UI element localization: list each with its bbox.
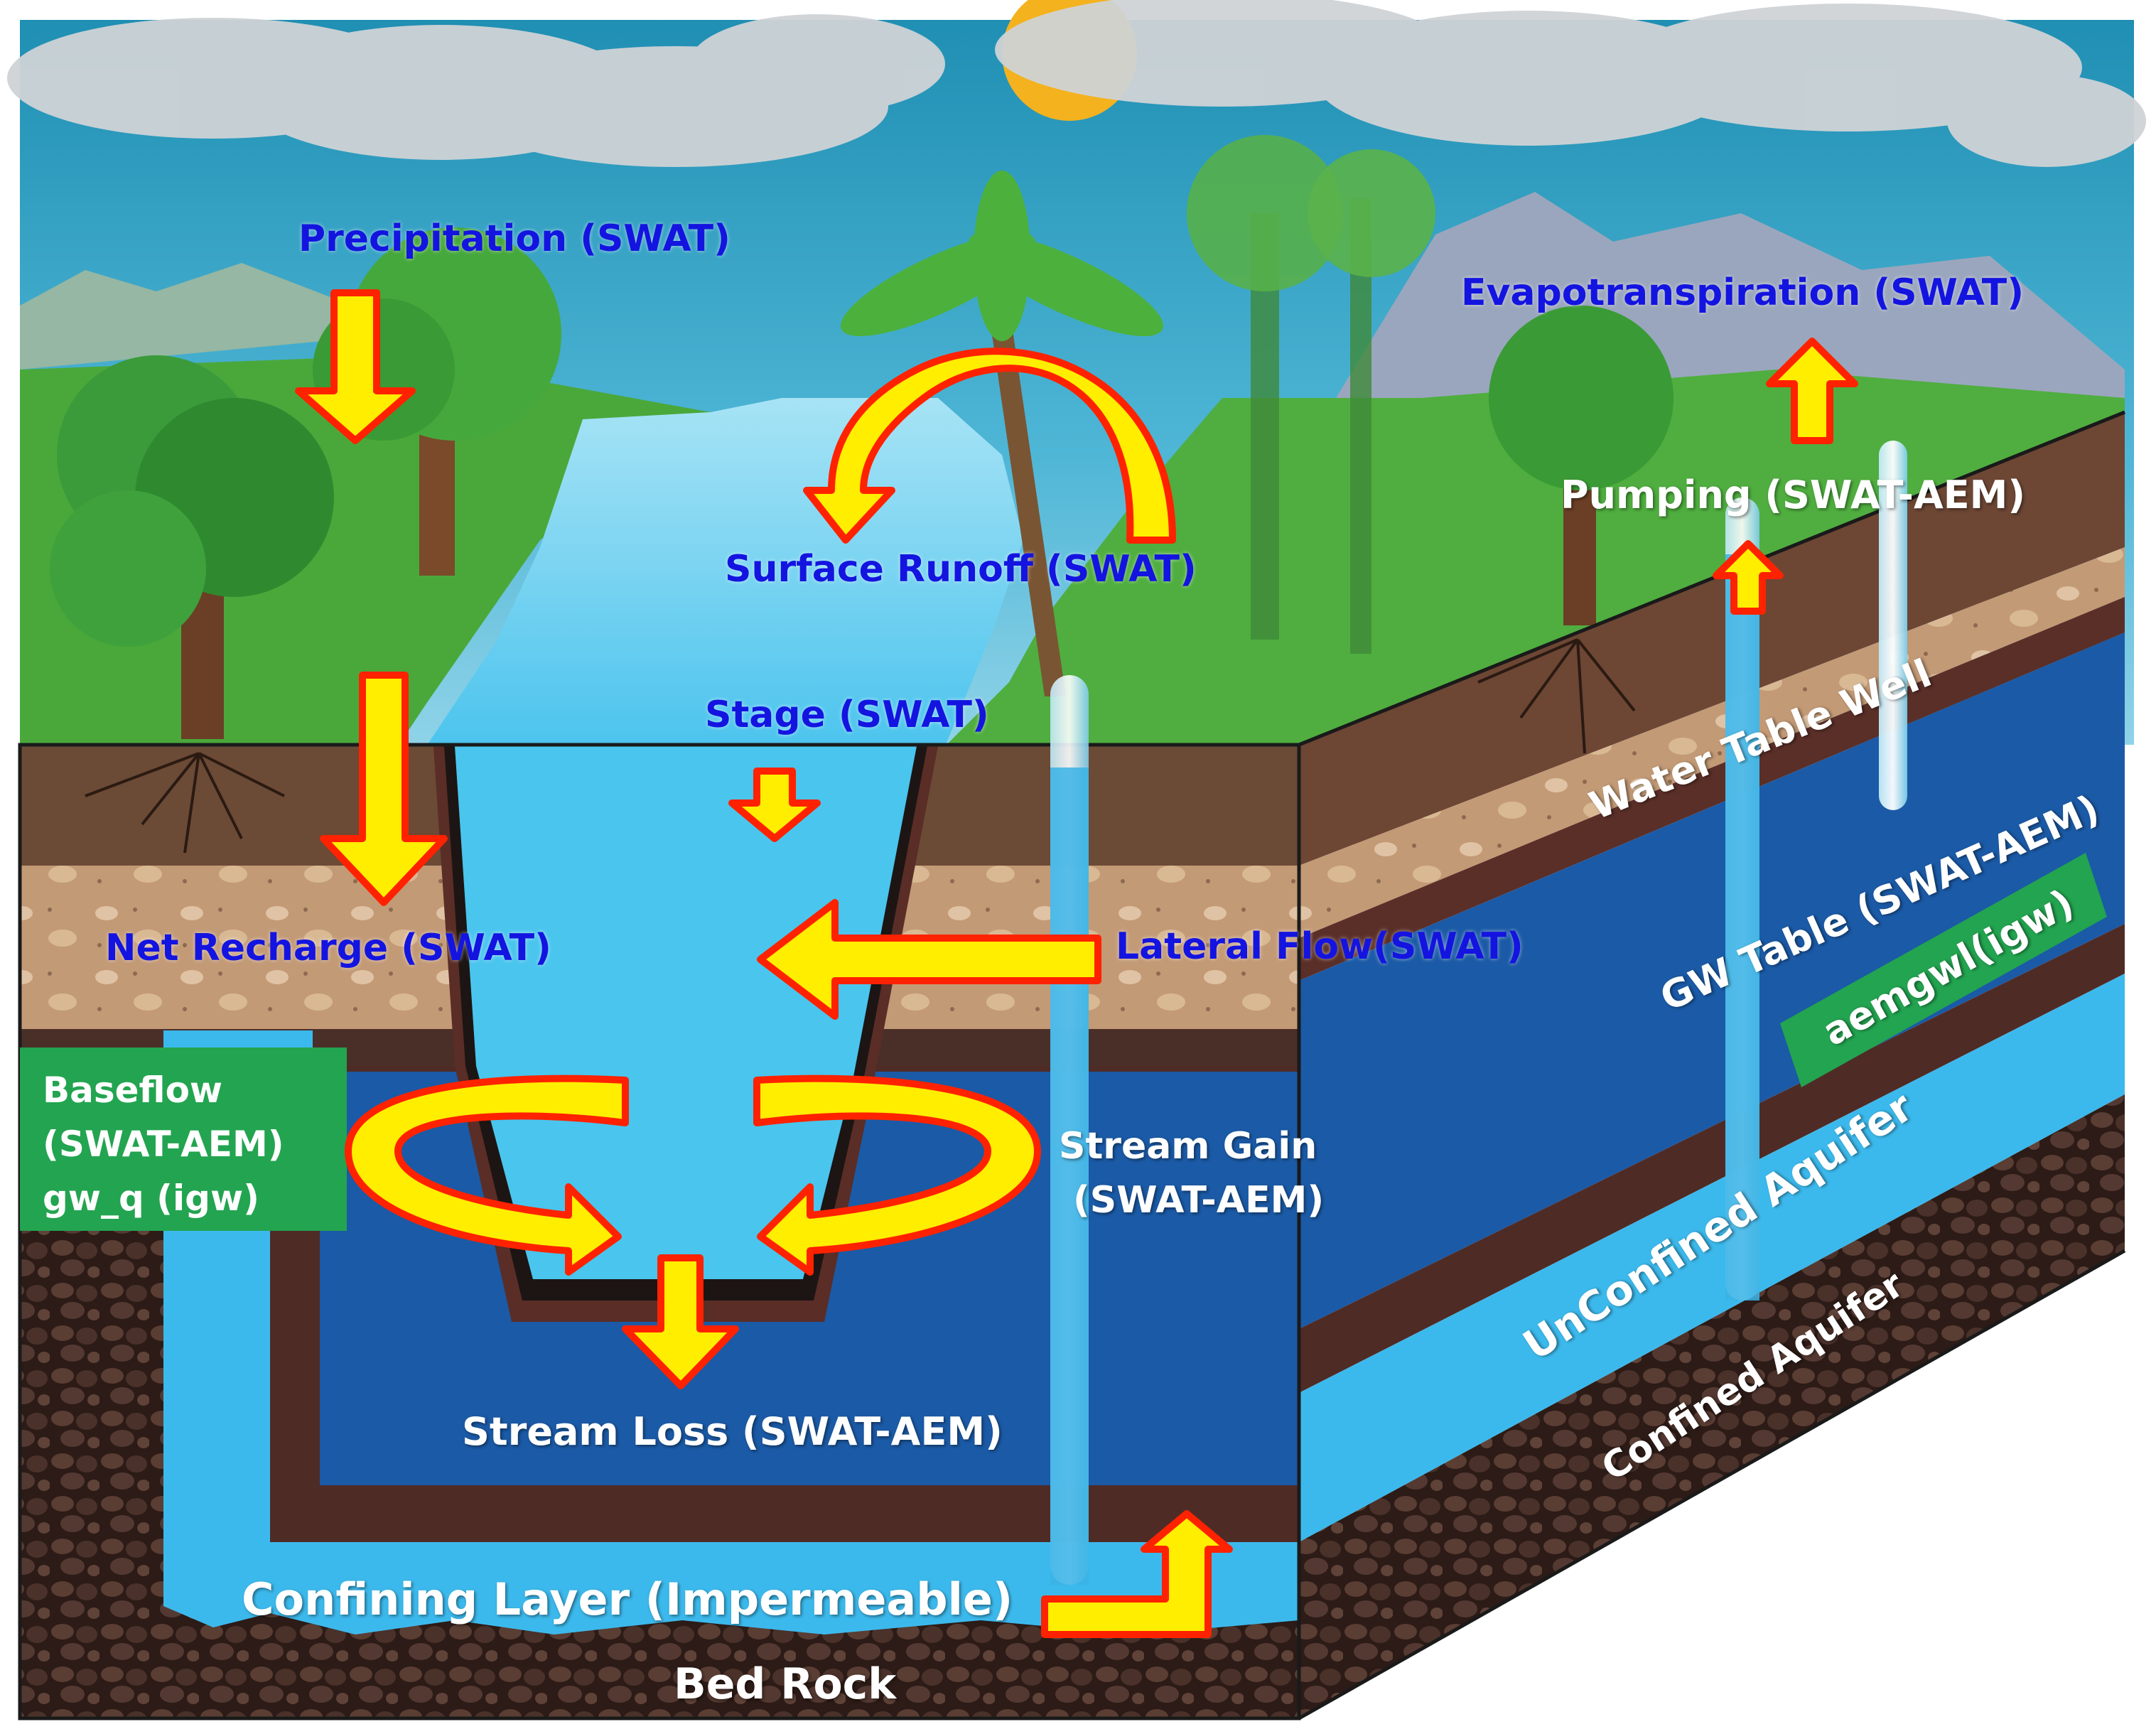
- baseflow-text: Baseflow (SWAT-AEM) gw_q (igw): [43, 1063, 284, 1225]
- right-unconfined-aquifer: [1299, 632, 2125, 1329]
- evapotranspiration-arrow: [1766, 338, 1858, 444]
- stream-gain-arrow: [753, 1075, 1041, 1276]
- aemgwl-box: [1780, 853, 2107, 1087]
- right-bed-rock: [1299, 1094, 2125, 1718]
- lateral-flow-arrow: [757, 899, 1101, 1020]
- baseflow-arrow: [345, 1075, 629, 1276]
- baseflow-line2: (SWAT-AEM): [43, 1124, 284, 1165]
- pumping-label: Pumping (SWAT-AEM): [1561, 473, 2026, 517]
- stream-gain-line2: (SWAT-AEM): [1073, 1179, 1325, 1222]
- stream-water: [455, 746, 917, 1279]
- box-outline: [18, 410, 2126, 1720]
- confining-layer-label: Confining Layer (Impermeable): [242, 1573, 1013, 1625]
- right-soil-dark: [1299, 597, 2125, 981]
- roots: [85, 638, 1636, 853]
- baseflow-line1: Baseflow: [43, 1070, 223, 1111]
- baseflow-line3: gw_q (igw): [43, 1178, 260, 1219]
- stream-gain-line1: Stream Gain: [1059, 1125, 1317, 1168]
- right-confining-layer: [1299, 924, 2125, 1393]
- confining-flow-arrow: [1041, 1510, 1233, 1638]
- surface-runoff-arrow: [803, 348, 1176, 544]
- evapotranspiration-label: Evapotranspiration (SWAT): [1461, 271, 2025, 314]
- mountains-left: [20, 263, 398, 370]
- pumping-arrow: [1713, 540, 1784, 615]
- clouds: [7, 0, 2146, 167]
- stream-gain-label: Stream Gain (SWAT-AEM): [1059, 1119, 1324, 1227]
- net-recharge-arrow: [320, 672, 448, 906]
- bed-rock-label: Bed Rock: [674, 1659, 897, 1709]
- surface-runoff-label: Surface Runoff (SWAT): [725, 548, 1197, 591]
- stream-loss-label: Stream Loss (SWAT-AEM): [462, 1409, 1003, 1454]
- precipitation-label: Precipitation (SWAT): [298, 217, 731, 260]
- arrows: [295, 289, 1858, 1638]
- trees: [50, 135, 1673, 739]
- precipitation-arrow: [295, 289, 416, 444]
- right-soil-top: [1299, 412, 2125, 866]
- net-recharge-label: Net Recharge (SWAT): [105, 927, 551, 969]
- wells: [1050, 441, 1907, 1585]
- lateral-flow-label: Lateral Flow(SWAT): [1116, 925, 1524, 968]
- right-soil-middle: [1299, 547, 2125, 938]
- grass-right: [945, 370, 2125, 746]
- stream-loss-arrow: [622, 1254, 739, 1389]
- confined-aquifer-ragged: [163, 1606, 1299, 1635]
- right-confined-aquifer: [1299, 974, 2125, 1542]
- stage-label: Stage (SWAT): [705, 694, 989, 736]
- river-surface: [426, 398, 1023, 746]
- stage-arrow: [728, 768, 821, 842]
